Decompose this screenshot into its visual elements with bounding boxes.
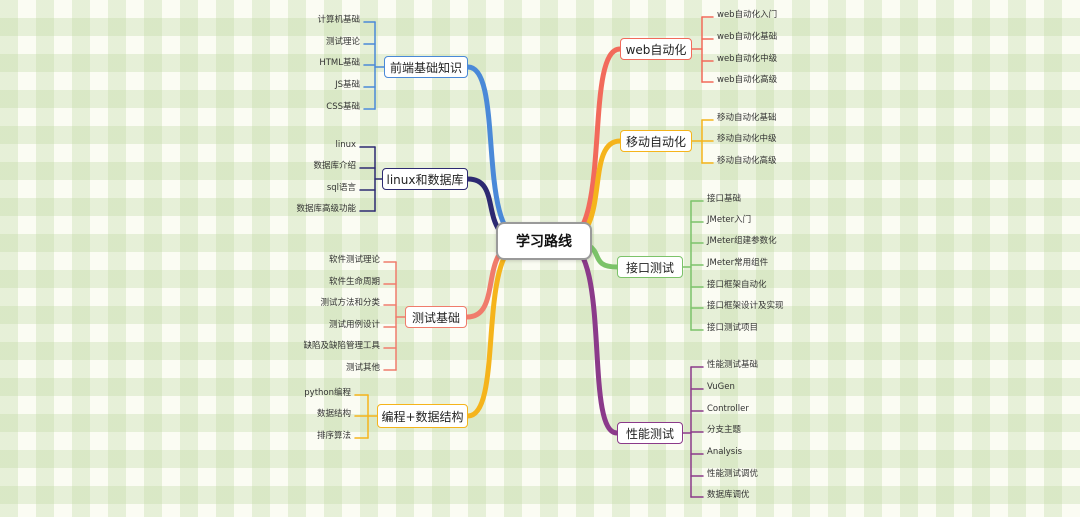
subtopic-right-2-2[interactable]: JMeter组建参数化	[707, 236, 777, 246]
subtopic-right-1-1[interactable]: 移动自动化中级	[717, 134, 777, 144]
central-topic[interactable]: 学习路线	[496, 222, 592, 260]
subtopic-left-3-1[interactable]: 数据结构	[316, 409, 351, 419]
subtopic-left-3-2[interactable]: 排序算法	[316, 431, 351, 441]
subtopic-left-0-0[interactable]: 计算机基础	[317, 15, 360, 25]
subtopic-right-1-0[interactable]: 移动自动化基础	[717, 113, 777, 123]
topic-left-2[interactable]: 测试基础	[405, 306, 467, 328]
subtopic-right-2-3[interactable]: JMeter常用组件	[707, 258, 769, 268]
branch-connector-right-3	[560, 238, 620, 436]
subtopic-left-2-2[interactable]: 测试方法和分类	[320, 298, 380, 308]
subtopic-left-2-1[interactable]: 软件生命周期	[328, 277, 380, 287]
subtopic-left-0-3[interactable]: JS基础	[335, 80, 360, 90]
topic-right-2[interactable]: 接口测试	[617, 256, 683, 278]
subtopic-right-3-6[interactable]: 数据库调优	[707, 490, 750, 500]
subtopic-right-2-4[interactable]: 接口框架自动化	[707, 280, 767, 290]
subtopic-right-0-1[interactable]: web自动化基础	[717, 32, 778, 42]
subtopic-right-3-0[interactable]: 性能测试基础	[707, 360, 759, 370]
subtopic-left-2-0[interactable]: 软件测试理论	[328, 255, 380, 265]
subtopic-right-2-1[interactable]: JMeter入门	[707, 215, 752, 225]
subtopic-left-1-2[interactable]: sql语言	[326, 183, 356, 193]
topic-left-0[interactable]: 前端基础知识	[384, 56, 468, 78]
subtopic-left-2-3[interactable]: 测试用例设计	[328, 320, 380, 330]
subtopic-right-0-3[interactable]: web自动化高级	[717, 75, 778, 85]
subtopic-left-0-1[interactable]: 测试理论	[325, 37, 360, 47]
subtopic-left-3-0[interactable]: python编程	[304, 388, 351, 398]
subtopic-left-0-2[interactable]: HTML基础	[319, 58, 360, 68]
topic-right-0[interactable]: web自动化	[620, 38, 692, 60]
subtopic-right-0-2[interactable]: web自动化中级	[717, 54, 778, 64]
subtopic-right-3-5[interactable]: 性能测试调优	[707, 469, 759, 479]
subtopic-right-3-1[interactable]: VuGen	[707, 382, 735, 392]
subtopic-right-0-0[interactable]: web自动化入门	[717, 10, 778, 20]
topic-right-3[interactable]: 性能测试	[617, 422, 683, 444]
subtopic-right-3-3[interactable]: 分支主题	[707, 425, 742, 435]
subtopic-right-1-2[interactable]: 移动自动化高级	[717, 156, 777, 166]
subtopic-right-2-0[interactable]: 接口基础	[707, 194, 742, 204]
subtopic-left-2-4[interactable]: 缺陷及缺陷管理工具	[303, 341, 380, 351]
subtopic-right-2-6[interactable]: 接口测试项目	[707, 323, 759, 333]
subtopic-right-3-4[interactable]: Analysis	[707, 447, 743, 457]
topic-right-1[interactable]: 移动自动化	[620, 130, 692, 152]
subtopic-right-2-5[interactable]: 接口框架设计及实现	[707, 301, 784, 311]
subtopic-left-1-1[interactable]: 数据库介绍	[313, 161, 356, 171]
subtopic-left-1-3[interactable]: 数据库高级功能	[296, 204, 356, 214]
topic-left-1[interactable]: linux和数据库	[382, 168, 468, 190]
subtopic-left-0-4[interactable]: CSS基础	[326, 102, 360, 112]
topic-left-3[interactable]: 编程+数据结构	[377, 404, 468, 428]
subtopic-right-3-2[interactable]: Controller	[707, 404, 749, 414]
subtopic-left-2-5[interactable]: 测试其他	[345, 363, 380, 373]
subtopic-left-1-0[interactable]: linux	[335, 140, 356, 150]
branch-connector-left-0	[465, 64, 528, 244]
